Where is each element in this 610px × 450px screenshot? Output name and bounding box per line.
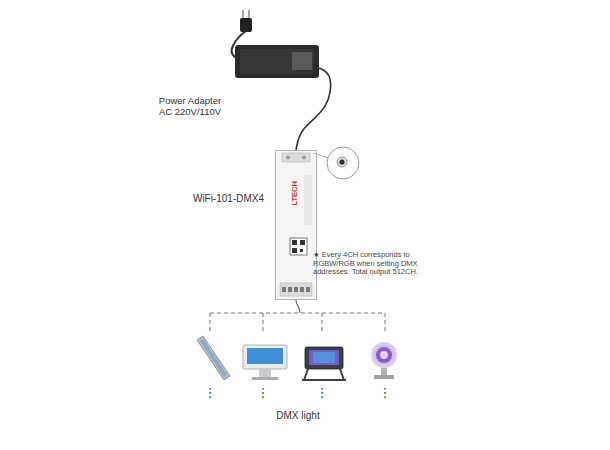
node-label: Power Adapter AC 220V/110V — [155, 95, 225, 118]
qr-mark — [300, 240, 305, 245]
terminal-slot — [300, 287, 304, 292]
print-area — [304, 175, 312, 225]
power-cable — [296, 68, 331, 150]
group-caption: DMX light — [276, 410, 319, 422]
controller-body — [275, 150, 317, 300]
plug-pin — [242, 10, 244, 18]
flood-face — [247, 348, 283, 364]
button-hole — [339, 159, 344, 164]
plug-body — [240, 18, 252, 32]
terminal-screw — [302, 156, 306, 160]
brand-mark: LTECH — [291, 181, 300, 205]
projector-housing — [305, 347, 343, 369]
dmx-bus — [210, 300, 385, 331]
adapter-face — [240, 49, 314, 74]
bus-drop — [322, 313, 323, 331]
power-adapter-picture — [232, 10, 319, 78]
spot-core — [380, 351, 388, 359]
projector-face — [309, 350, 339, 365]
spot-light — [371, 342, 397, 379]
flood-housing — [243, 345, 287, 369]
flood-light — [243, 345, 287, 380]
terminal-screws — [282, 287, 310, 292]
more-dots: ⋮ — [316, 386, 329, 401]
adapter-sticker — [292, 52, 312, 70]
adapter-body — [235, 45, 319, 78]
terminal-slot — [306, 287, 310, 292]
button-ring — [337, 157, 347, 167]
output-terminal — [280, 283, 312, 296]
flood-base — [252, 377, 278, 380]
terminal-slot — [282, 287, 286, 292]
washer-bar — [197, 336, 230, 380]
spot-stem — [381, 368, 387, 375]
input-terminal — [282, 153, 310, 162]
projector-bracket — [302, 369, 346, 380]
power-adapter: Power Adapter AC 220V/110V — [235, 45, 319, 78]
terminal-screw — [286, 156, 290, 160]
spot-halo — [371, 342, 397, 368]
more-dots: ⋮ — [379, 386, 392, 401]
node-label: WiFi-101-DMX4 — [193, 193, 264, 205]
projector-glow — [313, 352, 335, 363]
projector-light — [302, 347, 346, 380]
more-dots: ⋮ — [257, 386, 270, 401]
bus-drop — [385, 313, 386, 331]
zoom-circle — [327, 147, 359, 179]
terminal-slot — [294, 287, 298, 292]
bus-line — [210, 313, 385, 314]
controller-box: WiFi-101-DMX4 — [275, 150, 317, 300]
qr-mark — [300, 249, 303, 252]
wall-washer-light — [197, 336, 230, 380]
more-dots: ⋮ — [204, 386, 217, 401]
spot-base — [374, 375, 394, 379]
qr-mark — [292, 248, 297, 253]
spot-face — [375, 346, 393, 364]
terminal-slot — [288, 287, 292, 292]
qr-mark — [292, 240, 297, 245]
qr-code — [290, 238, 307, 255]
note-text: ★ Every 4CH corresponds to RGBW/RGB when… — [313, 251, 421, 277]
dmx-cable — [296, 300, 300, 313]
bus-drop — [210, 313, 211, 331]
controller-picture — [275, 147, 359, 300]
plug-pin — [248, 10, 250, 18]
bus-drop — [263, 313, 264, 331]
flood-stand — [259, 369, 271, 377]
washer-lens — [200, 339, 227, 377]
